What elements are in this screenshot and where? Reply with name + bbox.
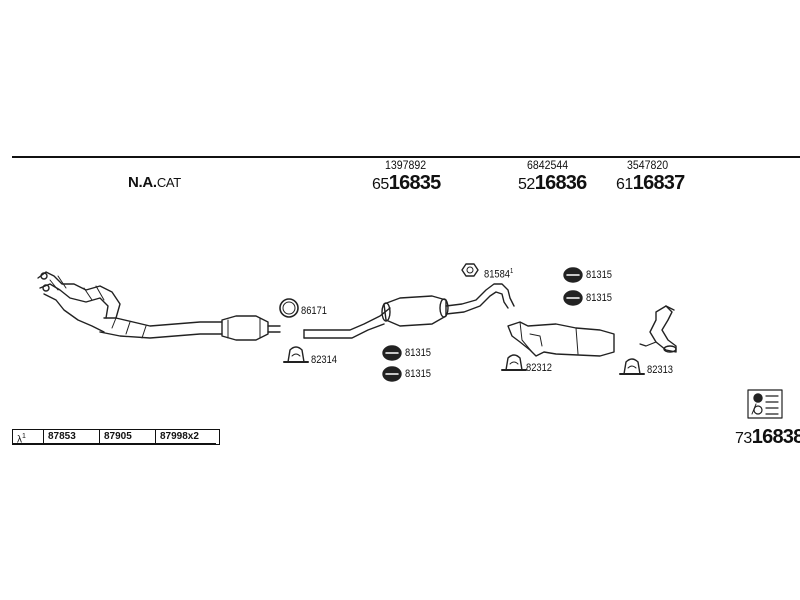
oem-number-1: 1397892: [385, 158, 427, 172]
part-number-2: 5216836: [518, 172, 587, 195]
legend-item-1: 87853: [43, 430, 99, 444]
part-prefix-1: 65: [372, 176, 389, 193]
rubber-mount-icon-right-1: [563, 267, 583, 283]
kit-prefix: 73: [735, 430, 752, 447]
part-label-rubber-mid-1: 81315: [405, 347, 432, 359]
clamp-icon-right: [619, 358, 645, 375]
part-label-gasket-sup: 1: [510, 268, 514, 275]
gasket-icon: [461, 263, 479, 277]
front-silencer: [303, 283, 515, 339]
rubber-mount-icon-right-2: [563, 290, 583, 306]
part-prefix-2: 52: [518, 176, 535, 193]
part-label-rubber-mid-2: 81315: [405, 368, 432, 380]
part-number-1: 6516835: [372, 172, 441, 195]
kit-number: 7316838: [735, 426, 800, 449]
legend-item-3: 87998x2: [155, 430, 219, 444]
part-label-ring: 86171: [301, 305, 328, 317]
variant-sub: CAT: [156, 175, 181, 190]
clamp-icon-mid: [501, 354, 527, 371]
bottom-rule: [12, 443, 216, 445]
lambda-symbol: λ: [17, 434, 22, 446]
tail-pipe: [639, 305, 677, 353]
mounting-kit-icon: [747, 389, 783, 419]
part-main-3: 16837: [632, 172, 685, 194]
part-number-3: 6116837: [616, 172, 685, 195]
rear-silencer: [507, 321, 615, 357]
variant-main: N.A.: [128, 174, 157, 191]
legend-item-2: 87905: [99, 430, 155, 444]
part-label-clamp-mid: 82312: [526, 362, 553, 374]
downpipe-assembly: [37, 271, 281, 341]
part-label-rubber-right-1: 81315: [586, 269, 613, 281]
oem-number-2: 6842544: [527, 158, 569, 172]
rubber-mount-icon-mid-2: [382, 366, 402, 382]
clamp-icon-left: [283, 346, 309, 363]
oem-number-3: 3547820: [627, 158, 669, 172]
part-main-2: 16836: [534, 172, 587, 194]
ring-icon: [279, 298, 299, 318]
part-main-1: 16835: [388, 172, 441, 194]
lambda-sup: 1: [22, 433, 26, 440]
rubber-mount-icon-mid-1: [382, 345, 402, 361]
part-label-rubber-right-2: 81315: [586, 292, 613, 304]
part-label-gasket-number: 81584: [484, 268, 511, 281]
part-prefix-3: 61: [616, 176, 633, 193]
part-label-clamp-left: 82314: [311, 354, 338, 366]
top-rule: [12, 156, 800, 158]
lambda-symbol-cell: λ1: [13, 430, 43, 446]
kit-main: 16838: [751, 426, 800, 448]
variant-label: N.A.CAT: [128, 174, 181, 191]
part-label-clamp-right: 82313: [647, 364, 674, 376]
part-label-gasket: 815841: [484, 268, 513, 281]
